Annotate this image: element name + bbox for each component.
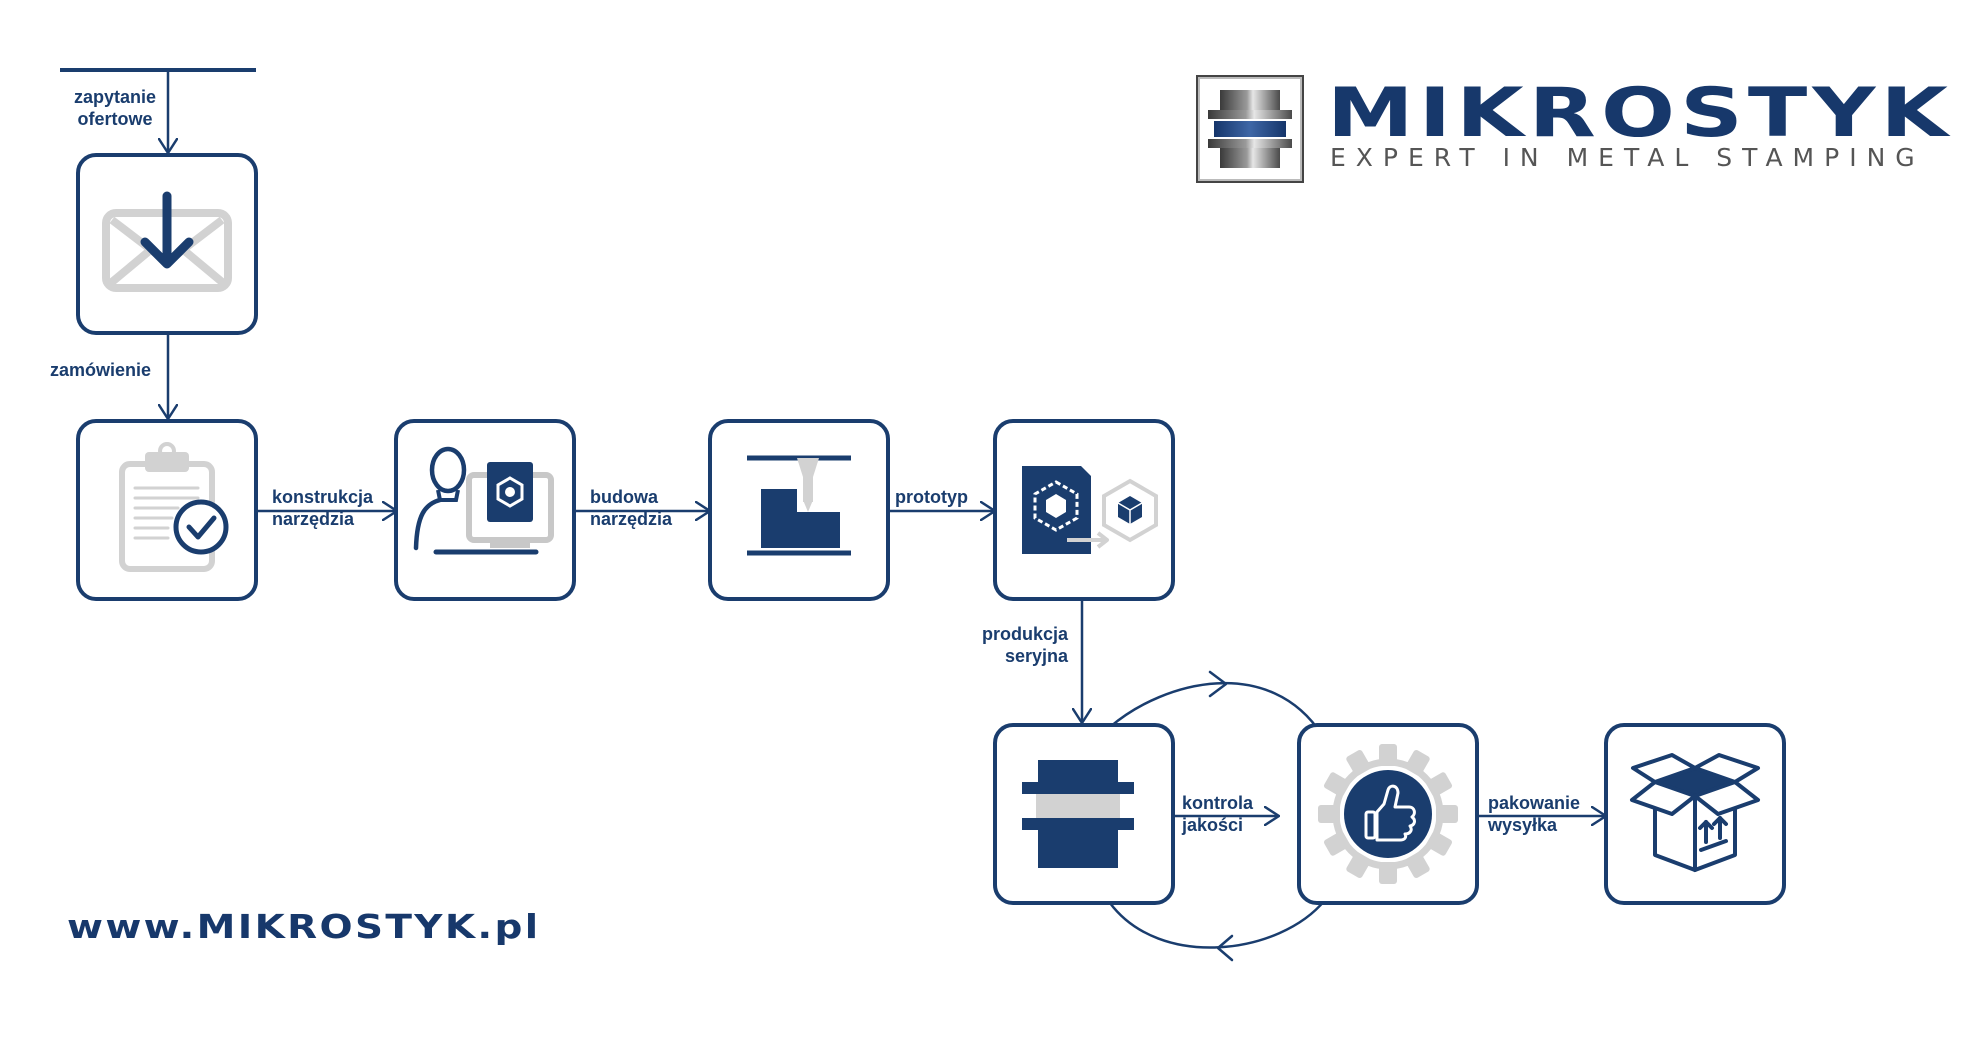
prototype-cube-icon xyxy=(1022,466,1158,554)
label-serial-line2: seryjna xyxy=(1004,646,1068,666)
loop-arrow-bottom xyxy=(1216,934,1234,962)
label-packing-line1: pakowanie xyxy=(1488,793,1581,813)
node-order xyxy=(76,419,258,601)
label-serial-line1: produkcja xyxy=(981,624,1068,644)
label-design-line1: konstrukcja xyxy=(272,487,374,507)
label-build-line1: budowa xyxy=(590,487,658,507)
node-build xyxy=(708,419,890,601)
open-box-icon xyxy=(1630,753,1760,872)
stamping-press-icon xyxy=(1022,760,1134,868)
label-packing: pakowanie wysyłka xyxy=(1488,792,1580,836)
designer-computer-icon xyxy=(413,446,554,555)
loop-arrow-top xyxy=(1208,670,1228,698)
connectors xyxy=(168,70,1606,962)
website-link[interactable]: www.MIKROSTYK.pl xyxy=(67,907,541,946)
loop-arc-top xyxy=(1109,681,1324,736)
label-design: konstrukcja narzędzia xyxy=(272,486,373,530)
brand-tagline: EXPERT IN METAL STAMPING xyxy=(1330,143,1925,172)
label-quality-line2: jakości xyxy=(1182,815,1244,835)
label-design-line2: narzędzia xyxy=(272,509,355,529)
clipboard-check-icon xyxy=(119,442,229,572)
label-inquiry-line2: ofertowe xyxy=(77,109,153,129)
label-inquiry: zapytanie ofertowe xyxy=(70,86,160,130)
label-quality-line1: kontrola xyxy=(1182,793,1254,813)
gear-thumbs-up-icon xyxy=(1318,744,1458,884)
label-order: zamówienie xyxy=(50,360,152,380)
label-build-line2: narzędzia xyxy=(590,509,673,529)
loop-arc-bottom xyxy=(1108,899,1326,949)
label-quality: kontrola jakości xyxy=(1182,792,1253,836)
cnc-milling-icon xyxy=(747,455,851,556)
brand-logo-emblem xyxy=(1196,75,1304,183)
brand-name: MIKROSTYK xyxy=(1327,74,1954,153)
label-inquiry-line1: zapytanie xyxy=(73,87,157,107)
label-build: budowa narzędzia xyxy=(590,486,672,530)
label-prototype: prototyp xyxy=(895,487,968,507)
label-serial: produkcja seryjna xyxy=(960,623,1068,667)
label-packing-line2: wysyłka xyxy=(1488,815,1558,835)
envelope-download-icon xyxy=(102,191,232,292)
